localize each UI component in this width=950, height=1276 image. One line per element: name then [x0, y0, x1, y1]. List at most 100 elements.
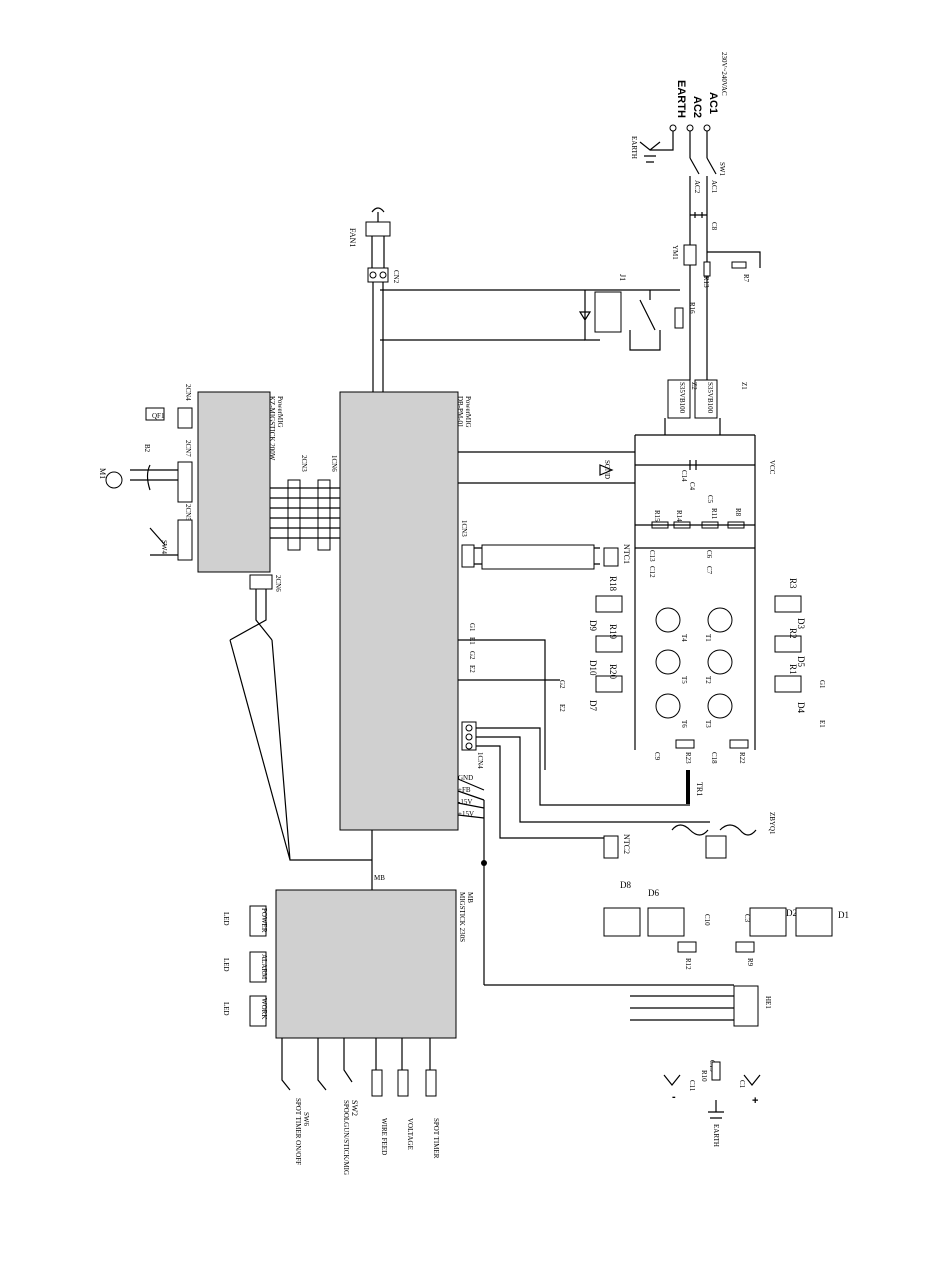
ym1-label: YM1: [671, 245, 679, 260]
ac2-terminal: [686, 124, 694, 132]
relay-j1: J1 R16: [380, 274, 696, 351]
c18-label: C18: [710, 752, 718, 764]
front-panel-controls: SW6 SPOT TIMER ON/OFF SW2 SPOOLGUN/STICK…: [281, 1038, 440, 1175]
b2-label: B2: [143, 444, 151, 453]
ac1-label: AC1: [707, 92, 719, 114]
m15v-pin: -15V: [458, 798, 472, 806]
led-power-tag: POWER: [260, 908, 268, 933]
c10-label: C10: [703, 914, 711, 926]
d2-label: D2: [786, 908, 797, 918]
bridge-z1: [694, 379, 718, 419]
1cn6-connector: [317, 479, 331, 551]
qf1-breaker: [145, 407, 165, 421]
earth-label: EARTH: [675, 80, 687, 118]
t6-label: T6: [680, 720, 688, 728]
led-alarm-name: LED: [222, 958, 230, 972]
voltage-label: 230V~240VAC: [720, 52, 728, 96]
r8-label: R8: [734, 508, 742, 517]
drive-board-model: KZ-MIGSTICK 200W: [268, 396, 276, 461]
sw2-label: SW2: [350, 1100, 359, 1116]
r12-label: R12: [684, 958, 692, 970]
igbt-t1: [707, 607, 733, 633]
r18-label: R18: [608, 576, 618, 592]
plus-terminal: +: [752, 1095, 758, 1107]
control-board-name: MIGSTICK 230S: [458, 892, 466, 942]
r1-label: R1: [788, 664, 798, 675]
d1-label: D1: [838, 910, 849, 920]
r10-label: R10: [700, 1070, 708, 1082]
voltage-pot[interactable]: [397, 1069, 409, 1097]
d3-label: D3: [796, 618, 806, 629]
minus-terminal: -: [672, 1091, 676, 1103]
voltage-label-ctrl: VOLTAGE: [406, 1118, 414, 1150]
2cn6-label: 2CN6: [274, 575, 282, 592]
c8-label: C8: [710, 222, 718, 231]
z1-label: Z1: [740, 382, 748, 390]
sw6-label: SW6: [302, 1112, 310, 1127]
gnd-pin: GND: [458, 774, 473, 782]
t3-label: T3: [704, 720, 712, 728]
led-work-tag: WORK: [260, 998, 268, 1019]
g2-pin: G2: [468, 651, 476, 660]
power-board-model: DB-PM-01: [456, 396, 464, 428]
t5-label: T5: [680, 676, 688, 684]
t4-label: T4: [680, 634, 688, 642]
r2-label: R2: [788, 628, 798, 639]
ac1-tag: AC1: [710, 180, 718, 194]
d6-label: D6: [648, 888, 659, 898]
drive-board-name: PowerMIG: [276, 396, 284, 428]
wire-feed-pot[interactable]: [371, 1069, 383, 1097]
he1-label: HE1: [764, 996, 772, 1009]
igbt-bridge: R18 D9 R19 D10 R20 D7 T4 T5 T6 T1 T2 T3 …: [558, 576, 826, 728]
2cn4-label: 2CN4: [184, 384, 192, 401]
sgnd-label: SGND: [603, 460, 611, 479]
spot-timer-pot[interactable]: [425, 1069, 437, 1097]
earth-small-label: EARTH: [630, 136, 638, 159]
r9-label: R9: [746, 958, 754, 967]
2cn3-label: 2CN3: [300, 455, 308, 472]
spot-timer-label: SPOT TIMER: [432, 1118, 440, 1159]
t1-label: T1: [704, 634, 712, 642]
igbt-t4: [655, 607, 681, 633]
r3-label: R3: [788, 578, 798, 589]
igbt-t3: [707, 693, 733, 719]
c11-label: C11: [688, 1080, 696, 1092]
r7-label: R7: [742, 274, 750, 283]
r14-label: R14: [675, 510, 683, 522]
c1-label: C1: [738, 1080, 746, 1089]
mb-label: MB: [374, 874, 385, 882]
led-power-icon: [249, 905, 267, 937]
sw4-label: SW4: [160, 540, 168, 555]
fan-icon: [365, 221, 391, 237]
tr1-label: TR1: [695, 782, 704, 796]
2cn5-label: 2CN5: [184, 504, 192, 521]
fb-pin: +FB: [458, 786, 471, 794]
r11-label: R11: [710, 508, 718, 520]
power-board: PowerMIG DB-PM-01 G1 E1 G2 E2 GND +FB -1…: [339, 391, 484, 831]
igbt-t5: [655, 649, 681, 675]
sw2-desc: SPOOLGUN/STICK/MIG: [342, 1100, 350, 1175]
control-board-model: MB: [466, 892, 474, 903]
r16-label: R16: [688, 302, 696, 314]
c3-label: C3: [743, 914, 751, 923]
bridge-rectifiers: Z1 S35VB100 Z2 S35VB100: [634, 379, 756, 750]
e2-pin: E2: [468, 665, 476, 673]
j1-label: J1: [618, 274, 627, 281]
2cn3-connector: [287, 479, 301, 551]
fan-label: FAN1: [348, 228, 357, 247]
power-board-name: PowerMIG: [464, 396, 472, 428]
d7-label: D7: [588, 700, 598, 711]
e2-label: E2: [558, 704, 566, 712]
d5-label: D5: [796, 656, 806, 667]
cn2-label: CN2: [392, 270, 400, 284]
2cn7-connector: [177, 461, 193, 503]
sw6-desc: SPOT TIMER ON/OFF: [294, 1098, 302, 1165]
transformer-tr1: TR1 ZBYQ1: [476, 727, 776, 859]
wire-feed-label: WIRE FEED: [380, 1118, 388, 1155]
snubber-network: R23 R22 C9 C18: [653, 739, 749, 764]
1cn3-connector: [461, 544, 475, 568]
led-work-name: LED: [222, 1002, 230, 1016]
1cn3-label: 1CN3: [460, 520, 468, 537]
qf1-label: QF1: [152, 412, 165, 420]
e1-pin: E1: [468, 637, 476, 645]
